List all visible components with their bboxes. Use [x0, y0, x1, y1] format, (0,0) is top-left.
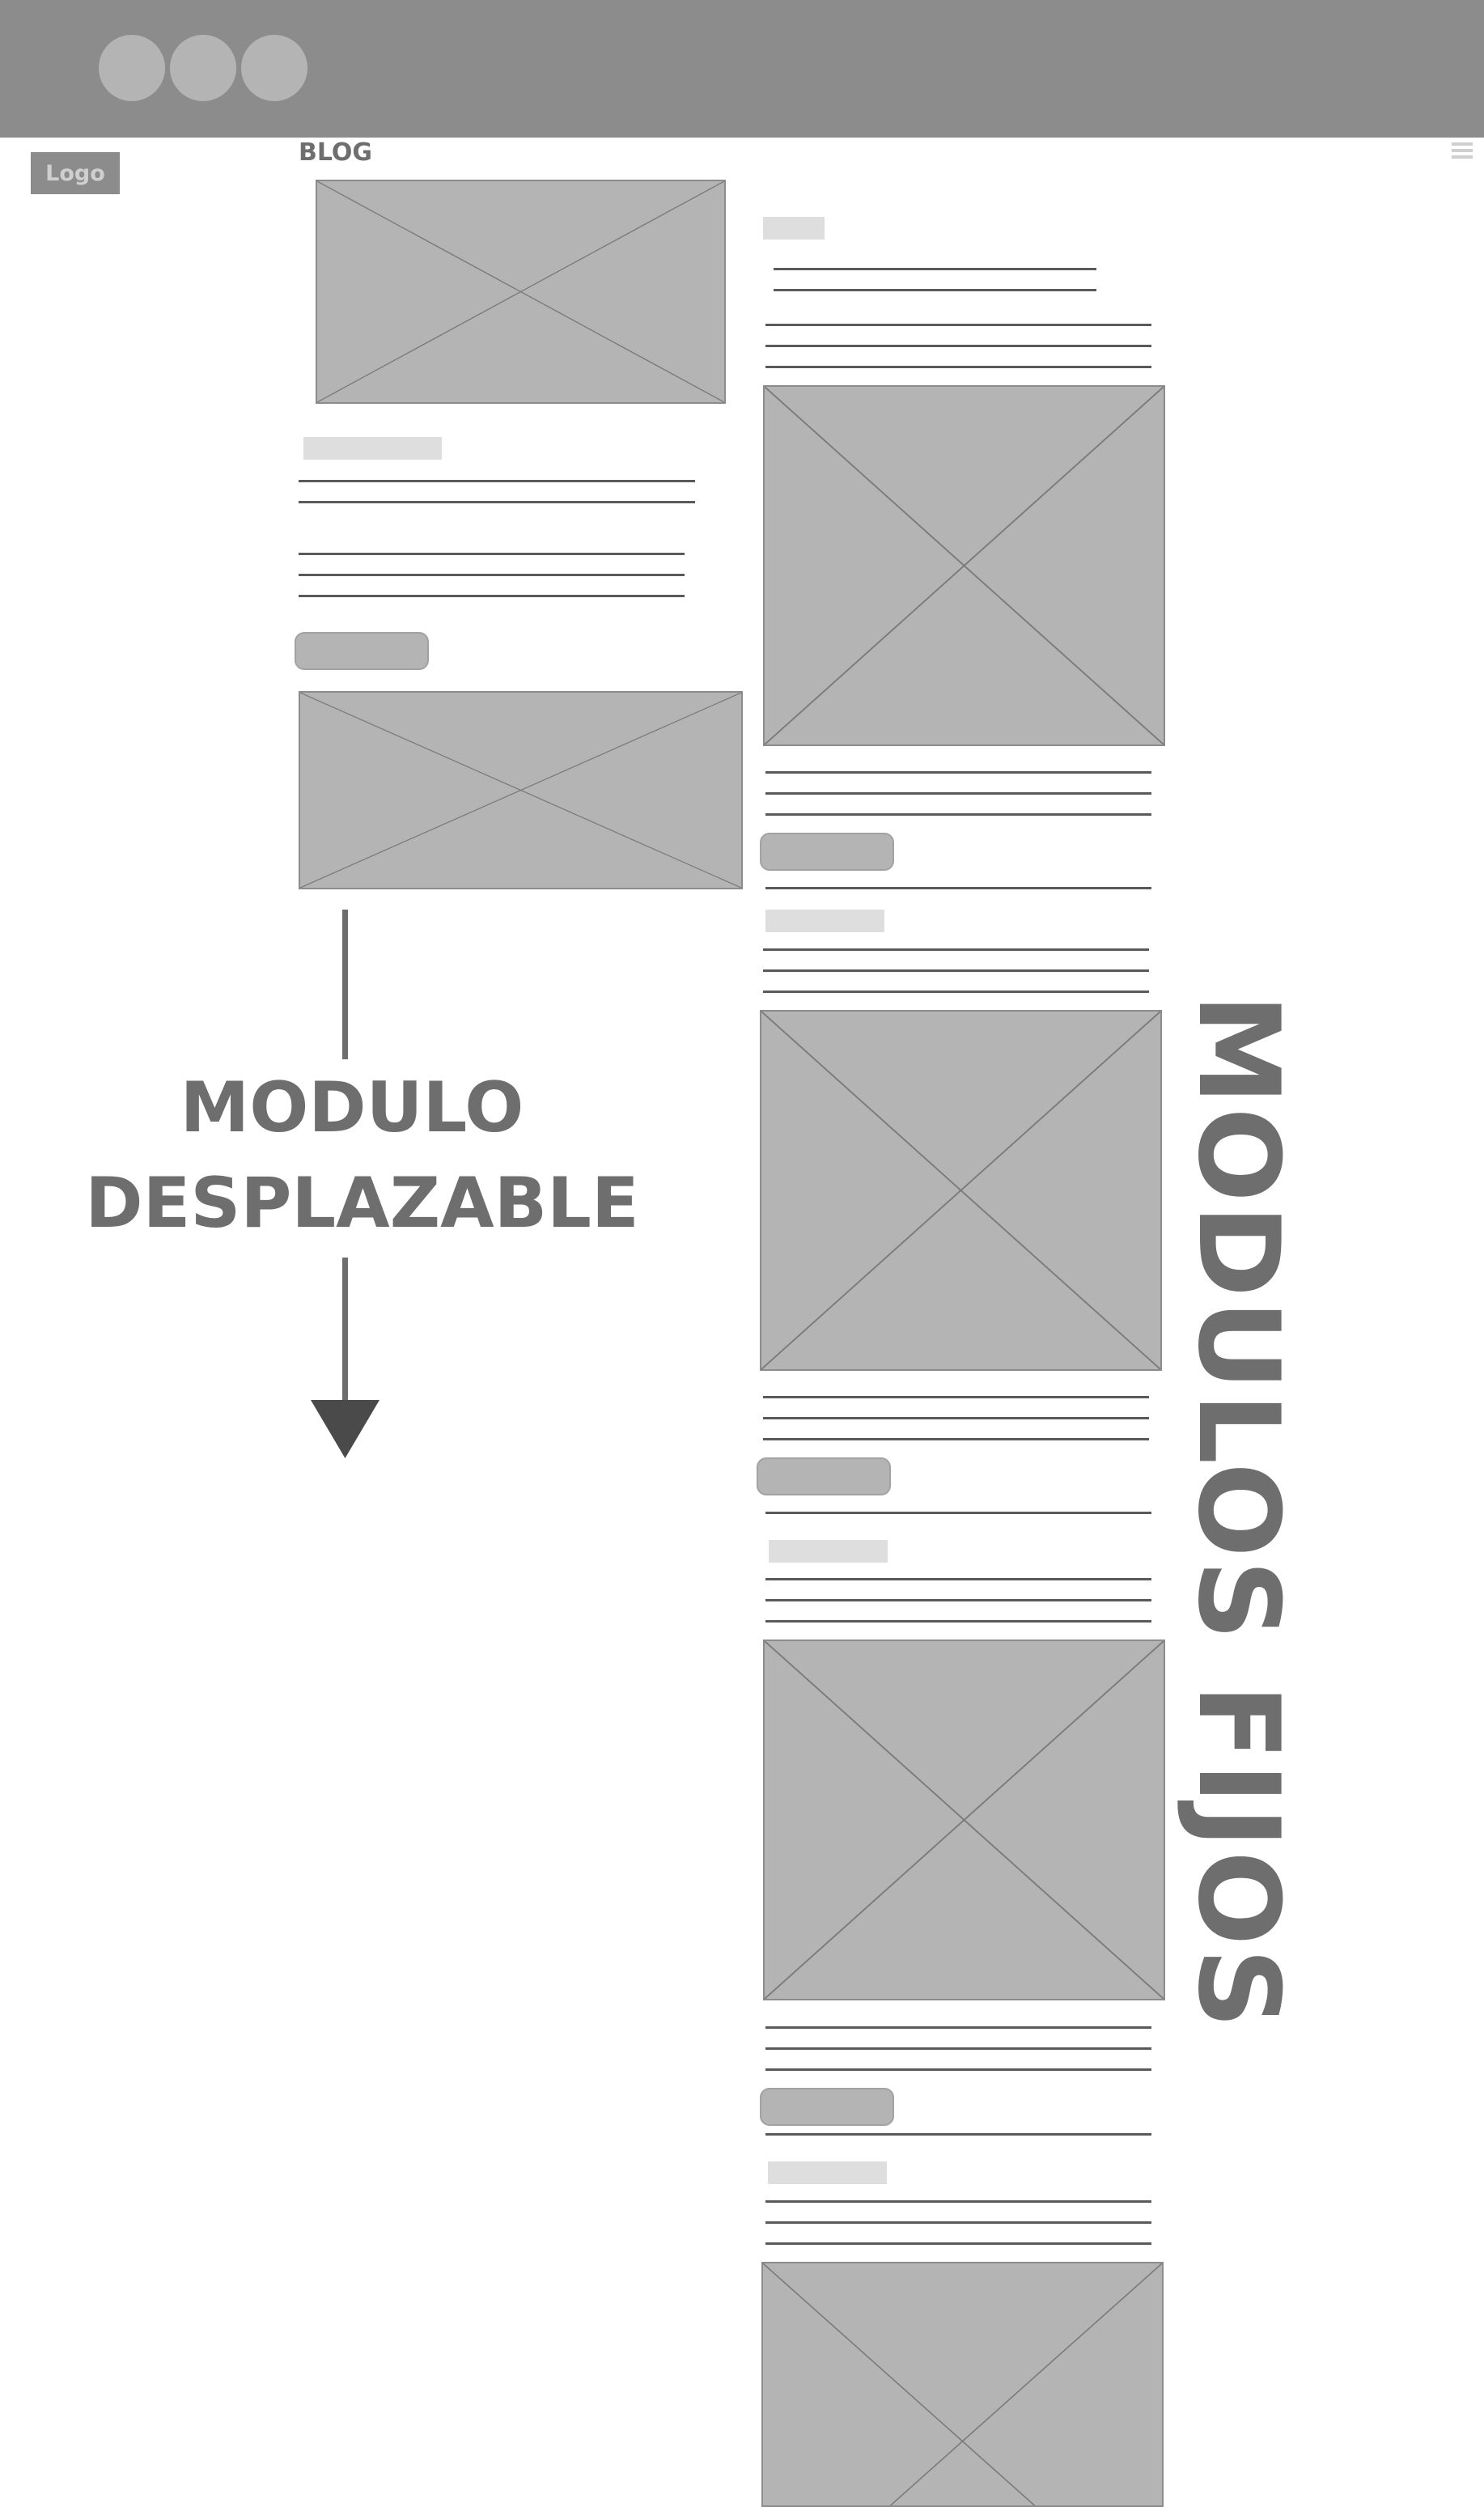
nav-blog-link[interactable]: BLOG — [299, 138, 373, 167]
post-category-tag — [769, 1540, 888, 1563]
down-arrow-icon — [311, 1400, 379, 1458]
post-excerpt-line — [765, 366, 1151, 368]
post-category-tag — [303, 437, 442, 460]
post-category-tag — [763, 217, 825, 240]
separator-line — [765, 2133, 1151, 2136]
post-excerpt-line — [763, 1438, 1149, 1440]
hamburger-icon[interactable] — [1452, 142, 1473, 159]
window-dot-1[interactable] — [99, 35, 165, 101]
post-title-line — [765, 2221, 1151, 2224]
post-excerpt-line — [763, 1396, 1149, 1398]
read-more-button[interactable] — [760, 833, 894, 871]
post-excerpt-line — [765, 2026, 1151, 2029]
post-excerpt-line — [765, 2047, 1151, 2050]
separator-line — [765, 1512, 1151, 1514]
post-title-line — [763, 969, 1149, 972]
post-excerpt-line — [765, 792, 1151, 795]
read-more-button[interactable] — [295, 632, 429, 670]
fixed-modules-label: MODULOS FIJOS — [1173, 994, 1304, 2031]
fixed-modules-label-wrap: MODULOS FIJOS — [1173, 994, 1304, 2031]
post-title-line — [765, 1578, 1151, 1580]
post-title-line — [774, 268, 1096, 270]
separator-line — [765, 887, 1151, 889]
scroll-module-label-line2: DESPLAZABLE — [85, 1163, 639, 1244]
post-title-line — [299, 501, 695, 503]
window-dot-2[interactable] — [170, 35, 236, 101]
image-placeholder — [761, 2262, 1164, 2507]
post-title-line — [763, 948, 1149, 951]
post-excerpt-line — [763, 1417, 1149, 1419]
post-title-line — [774, 289, 1096, 291]
post-excerpt-line — [765, 324, 1151, 326]
post-excerpt-line — [765, 813, 1151, 816]
post-category-tag — [765, 910, 884, 932]
post-title-line — [765, 2242, 1151, 2245]
image-placeholder — [316, 180, 726, 404]
logo[interactable]: Logo — [31, 152, 120, 194]
scroll-arrow-line-top — [342, 910, 348, 1059]
post-title-line — [765, 2200, 1151, 2203]
image-placeholder — [299, 691, 743, 889]
post-excerpt-line — [299, 553, 685, 555]
post-title-line — [765, 1599, 1151, 1601]
post-category-tag — [768, 2161, 887, 2184]
image-placeholder — [763, 385, 1165, 746]
image-placeholder — [763, 1640, 1165, 2000]
post-title-line — [299, 480, 695, 482]
post-excerpt-line — [765, 771, 1151, 774]
scroll-module-label-line1: MODULO — [180, 1067, 524, 1148]
browser-top-bar — [0, 0, 1484, 138]
image-placeholder — [760, 1010, 1162, 1371]
post-excerpt-line — [299, 574, 685, 576]
window-dot-3[interactable] — [241, 35, 307, 101]
post-excerpt-line — [299, 595, 685, 597]
post-excerpt-line — [765, 2068, 1151, 2071]
post-title-line — [763, 990, 1149, 993]
post-excerpt-line — [765, 345, 1151, 347]
read-more-button[interactable] — [760, 2088, 894, 2126]
scroll-arrow-line-bottom — [342, 1258, 348, 1405]
post-title-line — [765, 1620, 1151, 1623]
read-more-button[interactable] — [757, 1457, 891, 1495]
